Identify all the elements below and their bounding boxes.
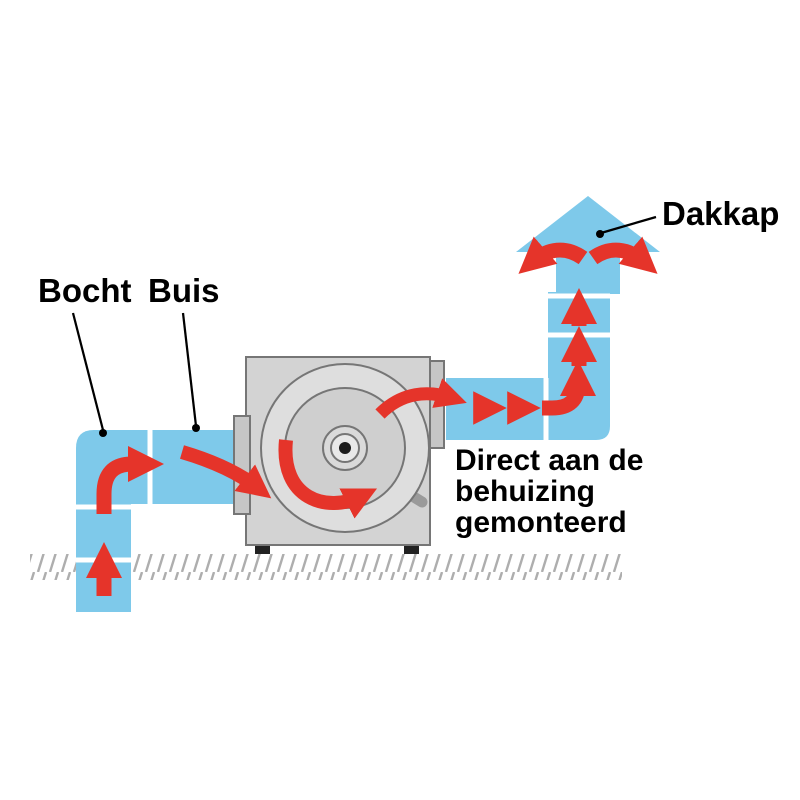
mounting-note-line-1: Direct aan de	[455, 444, 643, 477]
mounting-note-line-2: behuizing	[455, 475, 595, 508]
airflow-corner-up-arrow	[542, 359, 597, 416]
fan-inlet-flange	[233, 415, 251, 515]
leader-line-buis	[181, 312, 198, 427]
fan-exit-airflow-arrow	[375, 378, 467, 419]
diagram-labels: Bocht Buis Dakkap Direct aan de behuizin…	[38, 195, 779, 539]
fan-foot-left	[255, 543, 270, 554]
leader-dot-dakkap	[596, 230, 604, 238]
airflow-elbow-arrow	[96, 445, 165, 514]
roof-cap-arrow	[516, 196, 660, 252]
fan-foot-right	[404, 543, 419, 554]
leader-dot-bocht	[99, 429, 107, 437]
fan-unit	[233, 356, 445, 554]
label-buis: Buis	[148, 272, 220, 309]
outlet-horizontal-pipe	[446, 378, 548, 440]
mounting-note-line-3: gemonteerd	[455, 506, 627, 539]
leader-dot-buis	[192, 424, 200, 432]
roofcap-left-exhaust-arrow	[518, 236, 588, 274]
leader-line-dakkap	[600, 215, 657, 235]
label-dakkap: Dakkap	[662, 195, 779, 232]
fan-axle	[339, 442, 351, 454]
airflow-into-fan-arrow	[180, 445, 272, 499]
roofcap-right-exhaust-arrow	[588, 236, 658, 274]
airflow-arrows	[85, 236, 658, 596]
leader-lines	[71, 215, 657, 437]
leader-line-bocht	[71, 312, 105, 431]
label-bocht: Bocht	[38, 272, 132, 309]
fan-internal-airflow-arrow	[278, 439, 378, 519]
